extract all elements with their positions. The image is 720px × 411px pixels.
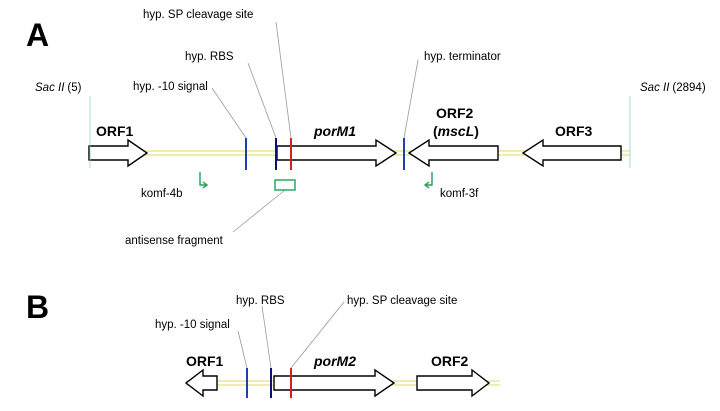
orf1-b-arrow bbox=[184, 368, 218, 398]
antisense-leader bbox=[232, 189, 286, 233]
sp-cleavage-label: hyp. SP cleavage site bbox=[143, 9, 253, 21]
orf1-label: ORF1 bbox=[96, 123, 134, 139]
sp-cleavage-b-label: hyp. SP cleavage site bbox=[347, 295, 457, 307]
panel-a: A hyp. SP cleavage site hyp. RBS bbox=[26, 9, 706, 247]
sacii-left-label: Sac II(5) bbox=[35, 82, 82, 94]
orf1-arrow bbox=[88, 138, 149, 168]
orf2-gene-label: (mscL) bbox=[433, 123, 479, 139]
orf2-b-label: ORF2 bbox=[431, 353, 469, 369]
orf2-label: ORF2 bbox=[436, 105, 474, 121]
antisense-label: antisense fragment bbox=[125, 235, 224, 247]
primer-komf-4b-icon bbox=[199, 172, 209, 189]
minus10-leader bbox=[211, 87, 247, 139]
terminator-label: hyp. terminator bbox=[424, 51, 501, 63]
minus10-b-label: hyp. -10 signal bbox=[155, 319, 230, 331]
panel-b: B hyp. RBS hyp. SP cleavage site hyp. -1… bbox=[26, 289, 500, 398]
panel-a-letter: A bbox=[26, 17, 49, 53]
porm1-arrow bbox=[276, 138, 398, 168]
orf2-arrow bbox=[407, 138, 499, 168]
orf3-arrow bbox=[521, 138, 622, 168]
porm1-label: porM1 bbox=[313, 123, 356, 139]
terminator-leader bbox=[403, 59, 419, 139]
rbs-label: hyp. RBS bbox=[185, 51, 234, 63]
sacii-right-label: Sac II(2894) bbox=[640, 82, 706, 94]
primer-komf-3f-icon bbox=[423, 172, 433, 189]
sp-cleavage-b-leader bbox=[290, 301, 345, 369]
orf2-b-arrow bbox=[416, 368, 491, 398]
panel-b-letter: B bbox=[26, 289, 49, 325]
orf1-b-label: ORF1 bbox=[186, 353, 224, 369]
antisense-fragment-box bbox=[274, 179, 296, 191]
minus10-b-leader bbox=[237, 330, 248, 369]
orf3-label: ORF3 bbox=[555, 123, 593, 139]
primer-komf-4b-label: komf-4b bbox=[141, 188, 183, 200]
minus10-label: hyp. -10 signal bbox=[133, 81, 208, 93]
sp-cleavage-leader bbox=[275, 21, 292, 139]
rbs-leader bbox=[247, 62, 277, 139]
primer-komf-3f-label: komf-3f bbox=[440, 188, 479, 200]
porm2-label: porM2 bbox=[313, 353, 356, 369]
rbs-b-label: hyp. RBS bbox=[236, 295, 285, 307]
rbs-b-leader bbox=[261, 305, 272, 369]
